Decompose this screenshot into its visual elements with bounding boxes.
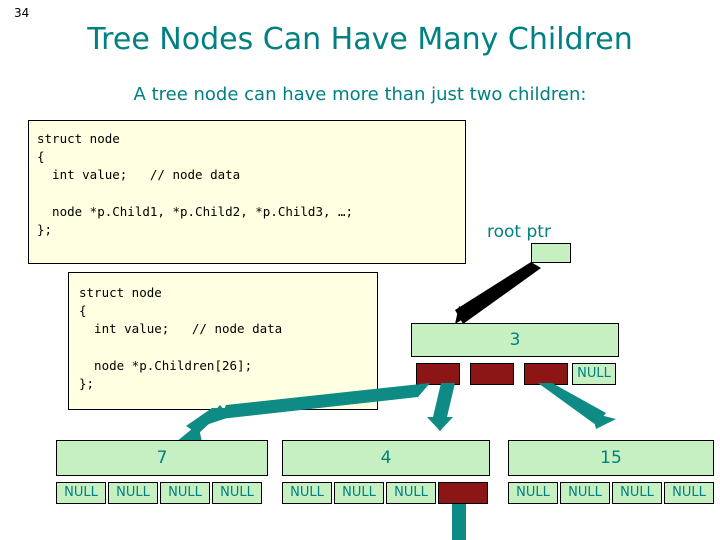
page-subtitle: A tree node can have more than just two …: [133, 84, 587, 105]
middle-child-null-3: NULL: [386, 482, 436, 504]
root-pointer-box: [531, 243, 571, 263]
slide-number: 34: [14, 6, 30, 20]
left-child-null-1: NULL: [56, 482, 106, 504]
arrow-code-to-left-child: [176, 408, 226, 442]
child-node-right-value: 15: [600, 448, 622, 468]
right-child-null-2: NULL: [560, 482, 610, 504]
root-node: 3: [411, 323, 619, 357]
middle-child-cell-4: [438, 482, 488, 504]
root-ptr-label: root ptr: [487, 222, 551, 242]
page-title: Tree Nodes Can Have Many Children: [87, 22, 633, 57]
root-child-cell-null: NULL: [572, 363, 616, 385]
arrow-root-to-middle-child: [427, 383, 455, 431]
code-block-variadic-children: struct node { int value; // node data no…: [28, 120, 466, 264]
arrow-root-to-right-child: [538, 383, 616, 429]
root-child-cell-1: [416, 363, 460, 385]
arrow-rootptr-to-root: [455, 262, 541, 324]
child-node-right: 15: [508, 440, 714, 476]
middle-child-null-1: NULL: [282, 482, 332, 504]
code-block-array-children: struct node { int value; // node data no…: [68, 272, 378, 410]
child-node-middle: 4: [282, 440, 490, 476]
child-node-left: 7: [56, 440, 268, 476]
right-child-null-4: NULL: [664, 482, 714, 504]
arrow-middle-child-down: [452, 504, 466, 540]
root-child-cell-3: [524, 363, 568, 385]
left-child-null-4: NULL: [212, 482, 262, 504]
child-node-middle-value: 4: [380, 448, 392, 468]
middle-child-null-2: NULL: [334, 482, 384, 504]
right-child-null-3: NULL: [612, 482, 662, 504]
root-child-cell-2: [470, 363, 514, 385]
left-child-null-3: NULL: [160, 482, 210, 504]
right-child-null-1: NULL: [508, 482, 558, 504]
left-child-null-2: NULL: [108, 482, 158, 504]
child-node-left-value: 7: [156, 448, 168, 468]
root-node-value: 3: [509, 330, 521, 350]
